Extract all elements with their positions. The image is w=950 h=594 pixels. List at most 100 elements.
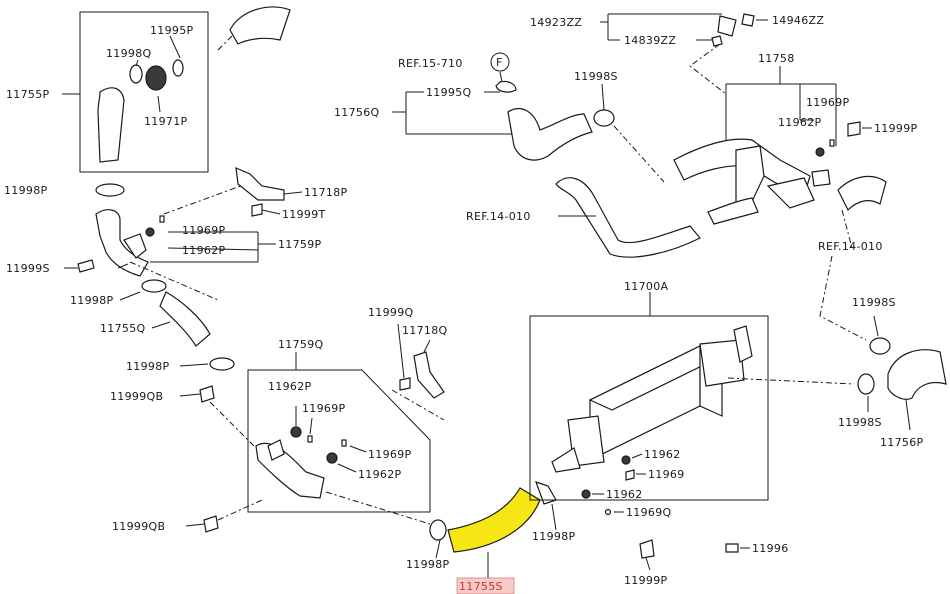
nut-11969P-c[interactable] <box>341 439 347 447</box>
clamp-11998P-b[interactable] <box>141 279 167 293</box>
label-11700A: 11700A <box>624 280 668 293</box>
label-11756Q: 11756Q <box>334 106 379 119</box>
label-14923ZZ: 14923ZZ <box>530 16 582 29</box>
inset-frame-11700A <box>529 315 769 501</box>
clamp-11998S-c[interactable] <box>857 373 875 395</box>
label-ref-14-010-b: REF.14-010 <box>818 240 883 253</box>
clamp-inner <box>267 439 285 461</box>
intercooler-tank-right <box>699 339 745 387</box>
label-11999P-a: 11999P <box>874 122 917 135</box>
label-11759Q: 11759Q <box>278 338 323 351</box>
label-11999Q: 11999Q <box>368 306 413 319</box>
intercooler-bracket-right <box>733 325 753 363</box>
label-11962P-a: 11962P <box>182 244 225 257</box>
label-11969P-b: 11969P <box>302 402 345 415</box>
grommet-11996[interactable] <box>725 543 739 553</box>
inset-frame-top-left <box>79 11 209 173</box>
nut-11969[interactable] <box>625 469 635 481</box>
label-11971P: 11971P <box>144 115 187 128</box>
label-11758: 11758 <box>758 52 795 65</box>
o-ring-11995Q[interactable] <box>495 80 517 93</box>
label-11999P-b: 11999P <box>624 574 667 587</box>
bolt-11962-b[interactable] <box>581 489 591 499</box>
label-11756P: 11756P <box>880 436 923 449</box>
pipe-lower-11758 <box>707 197 759 225</box>
bracket-11718P[interactable] <box>235 167 285 201</box>
bolt-11999Q[interactable] <box>399 377 411 391</box>
label-11995P: 11995P <box>150 24 193 37</box>
label-11998P-a: 11998P <box>4 184 47 197</box>
label-11998P-c: 11998P <box>126 360 169 373</box>
label-11718Q: 11718Q <box>402 324 447 337</box>
nut-11969Q[interactable] <box>604 508 612 516</box>
pipe-11759Q[interactable] <box>255 442 325 499</box>
o-ring-11995P[interactable] <box>172 59 184 77</box>
label-11969P-c: 11969P <box>368 448 411 461</box>
bolt-11999QB-a[interactable] <box>199 385 215 403</box>
label-14946ZZ: 14946ZZ <box>772 14 824 27</box>
hose-11755Q[interactable] <box>159 291 211 347</box>
o-ring-11998Q[interactable] <box>129 64 143 84</box>
coupling-right <box>811 169 831 187</box>
label-11996: 11996 <box>752 542 789 555</box>
label-ref-14-010-a: REF.14-010 <box>466 210 531 223</box>
label-11759P: 11759P <box>278 238 321 251</box>
label-11962P-d: 11962P <box>778 116 821 129</box>
bolt-11999P-a[interactable] <box>847 121 861 137</box>
label-11962-b: 11962 <box>606 488 643 501</box>
bolt-11999QB-b[interactable] <box>203 515 219 533</box>
inset-frame-11759Q <box>247 369 431 513</box>
clamp-11998P-d[interactable] <box>429 519 447 541</box>
bracket-11759P[interactable] <box>123 233 147 259</box>
connector-11971P[interactable] <box>145 65 167 91</box>
label-11999T: 11999T <box>282 208 326 221</box>
bolt-11999T[interactable] <box>251 203 263 217</box>
hose-11755S[interactable] <box>447 487 541 553</box>
sensor-14946ZZ[interactable] <box>741 13 755 27</box>
label-14839ZZ: 14839ZZ <box>624 34 676 47</box>
label-11995Q: 11995Q <box>426 86 471 99</box>
clamp-11998S-a[interactable] <box>593 109 615 127</box>
clamp-11998S-b[interactable] <box>869 337 891 355</box>
ref-circle-F <box>490 52 510 72</box>
hose-ref-14-010-left <box>555 177 701 258</box>
label-ref-15-710: REF.15-710 <box>398 57 463 70</box>
label-11969P-d: 11969P <box>806 96 849 109</box>
label-11718P: 11718P <box>304 186 347 199</box>
label-11755S: 11755S <box>459 580 503 593</box>
bracket-11718Q[interactable] <box>413 351 445 399</box>
label-11999QB-a: 11999QB <box>110 390 163 403</box>
label-11969Q: 11969Q <box>626 506 671 519</box>
label-group: 11995P 11998Q 11755P 11971P 11998P 11718… <box>4 14 923 593</box>
label-11962-a: 11962 <box>644 448 681 461</box>
label-11962P-c: 11962P <box>358 468 401 481</box>
clamp-11998P-c[interactable] <box>209 357 235 371</box>
nut-11969P-a[interactable] <box>159 215 165 223</box>
bolt-11999S[interactable] <box>77 259 95 273</box>
intercooler-bracket-left <box>551 447 581 473</box>
label-11998P-e: 11998P <box>532 530 575 543</box>
hose-11755P[interactable] <box>97 87 125 163</box>
label-11998S-a: 11998S <box>574 70 618 83</box>
bolt-11962-a[interactable] <box>621 455 631 465</box>
label-11998S-c: 11998S <box>838 416 882 429</box>
highlight-box-11755S <box>456 577 515 594</box>
label-11999QB-b: 11999QB <box>112 520 165 533</box>
bolt-11962P-d[interactable] <box>815 147 825 157</box>
label-11969: 11969 <box>648 468 685 481</box>
label-11755P: 11755P <box>6 88 49 101</box>
bolt-11962P-b[interactable] <box>290 426 302 438</box>
bolt-11962P-a[interactable] <box>145 227 155 237</box>
label-11998Q: 11998Q <box>106 47 151 60</box>
pipe-11756Q[interactable] <box>507 108 593 161</box>
bolt-11999P-b[interactable] <box>639 539 655 559</box>
hose-11756P[interactable] <box>887 349 947 400</box>
label-11998S-b: 11998S <box>852 296 896 309</box>
oring-14839ZZ[interactable] <box>711 35 723 47</box>
nut-11969P-d[interactable] <box>829 139 835 147</box>
clamp-11998P-a[interactable] <box>95 183 125 197</box>
label-11755Q: 11755Q <box>100 322 145 335</box>
nut-11969P-b[interactable] <box>307 435 313 443</box>
bolt-11962P-c[interactable] <box>326 452 338 464</box>
